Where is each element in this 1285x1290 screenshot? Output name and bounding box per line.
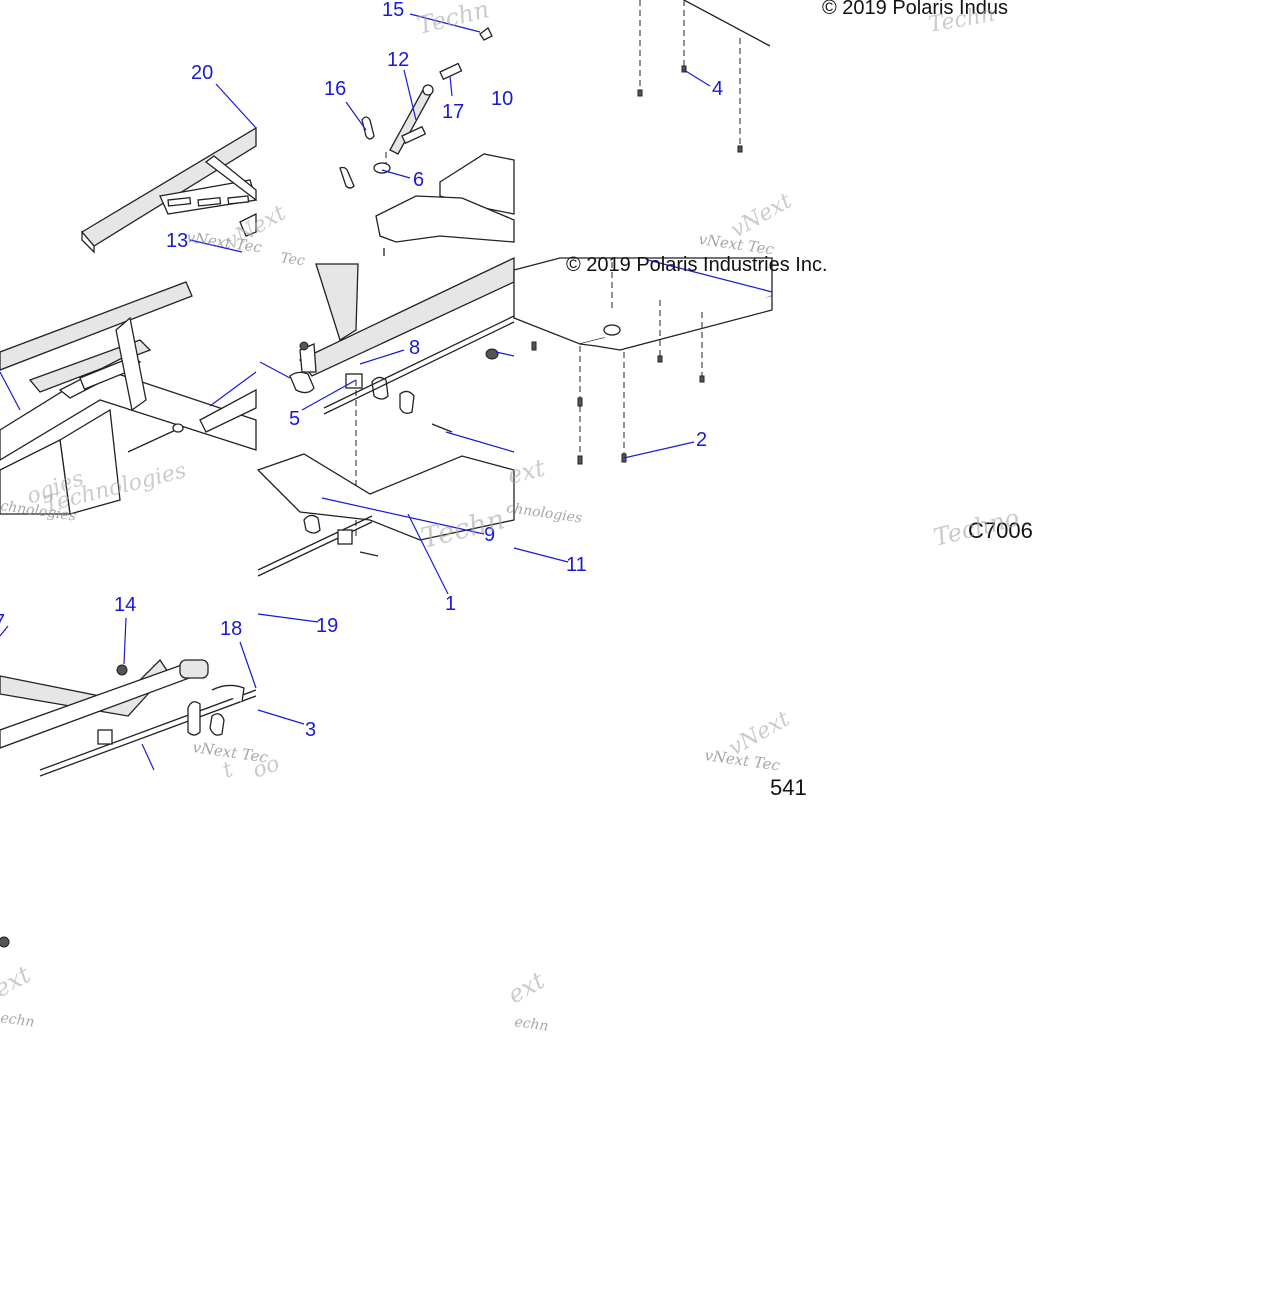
copyright-text-mid: © 2019 Polaris Industries Inc. (566, 254, 828, 276)
callout-numbers: 15 20 12 16 17 10 4 6 13 8 5 2 9 11 1 14… (0, 0, 723, 741)
watermark: ext (505, 454, 548, 490)
watermark: Tec (279, 250, 306, 269)
figure-code: C7006 (968, 518, 1033, 543)
callout-18: 18 (220, 618, 242, 640)
callout-4: 4 (712, 78, 723, 100)
side-panel-top (637, 0, 771, 153)
callout-16: 16 (324, 78, 346, 100)
callout-17: 17 (442, 101, 464, 123)
callout-2: 2 (696, 429, 707, 451)
callout-14: 14 (114, 594, 136, 616)
skid-plate (513, 257, 773, 465)
watermarks: Techn Techn Techn vNext Tec vNext Tec vN… (0, 0, 1022, 1035)
callout-11: 11 (566, 554, 587, 576)
watermark: chnologies (505, 500, 583, 526)
callout-6: 6 (413, 169, 424, 191)
callout-3: 3 (305, 719, 316, 741)
callout-13: 13 (166, 230, 188, 252)
main-frame (0, 281, 257, 515)
watermark: Techno (931, 504, 1022, 552)
lower-frame (0, 658, 257, 948)
watermark: echn (0, 1010, 36, 1031)
callout-15: 15 (382, 0, 404, 21)
floor-panel-top (375, 153, 515, 256)
copyright-text: © 2019 Polaris Indus (822, 0, 1008, 19)
watermark: vNext (727, 188, 797, 243)
callout-10: 10 (491, 88, 513, 110)
callout-5: 5 (289, 408, 300, 430)
frame-rail-top (81, 126, 257, 254)
callout-20: 20 (191, 62, 213, 84)
watermark: ext (503, 966, 550, 1009)
figure-code-suffix: 541 (770, 775, 807, 800)
watermark: ext (0, 960, 36, 1003)
watermark: echn (513, 1014, 549, 1035)
callout-leaders (0, 13, 773, 771)
callout-9: 9 (484, 524, 495, 546)
callout-19: 19 (316, 615, 338, 637)
callout-1: 1 (445, 593, 456, 615)
gas-strut (339, 27, 493, 189)
callout-7: 7 (0, 611, 5, 633)
callout-12: 12 (387, 49, 409, 71)
center-assembly (256, 256, 515, 577)
callout-8: 8 (409, 337, 420, 359)
